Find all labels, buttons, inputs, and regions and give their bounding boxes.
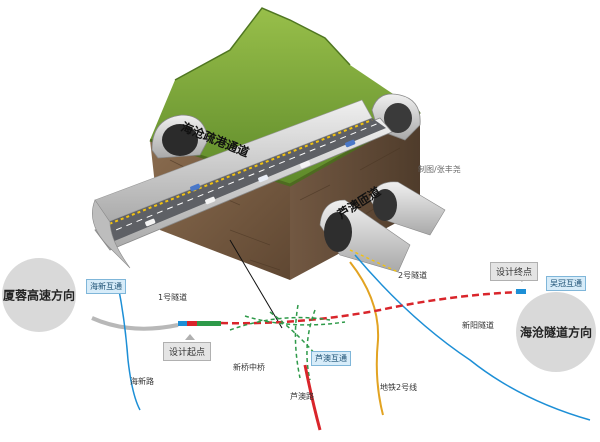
soil-right-face (290, 112, 420, 280)
tunnel1-label: 1号隧道 (158, 293, 188, 302)
luao-road-line (303, 364, 322, 431)
design-start-pointer (185, 334, 195, 340)
haixin-road-line (117, 284, 141, 411)
metro2-label: 地铁2号线 (380, 383, 418, 392)
tunnel2-label: 2号隧道 (398, 271, 428, 280)
main-road-viaduct (92, 99, 393, 269)
luao-ramp-tag: 芦澳互通 (311, 351, 351, 366)
ramp-tunnels (319, 181, 446, 273)
road-edge-stripes (103, 119, 373, 227)
xinyang-tunnel-label: 新阳隧道 (462, 321, 494, 330)
connector-line (229, 239, 283, 329)
east-direction-circle: 海沧隧道方向 (516, 292, 596, 372)
design-end-tag: 设计终点 (490, 262, 539, 281)
west-direction-circle: 厦蓉高速方向 (2, 258, 76, 332)
car (300, 160, 311, 169)
car (258, 174, 269, 183)
design-start-tag: 设计起点 (163, 342, 212, 361)
west-direction-label: 厦蓉高速方向 (2, 288, 75, 303)
metro-line-2 (349, 261, 384, 416)
route-map (91, 254, 591, 431)
haixin-ramp-tag: 海新互通 (86, 279, 126, 294)
design-start-blue-segment (178, 321, 187, 326)
haixin-road-label: 海新路 (130, 377, 154, 386)
car (345, 139, 356, 148)
car (190, 183, 201, 192)
car (145, 218, 156, 227)
hill-ridge (174, 7, 351, 81)
xinqiao-bridge-label: 新桥中桥 (233, 363, 265, 372)
design-start-red-segment (187, 321, 197, 326)
credit-text: 制图/张丰尧 (418, 165, 461, 174)
east-direction-label: 海沧隧道方向 (519, 325, 592, 340)
design-end-marker (516, 289, 526, 294)
red-main-route (220, 290, 521, 325)
gray-road (91, 316, 179, 331)
route-green-segment (197, 321, 221, 326)
viaduct-end-portal (92, 199, 131, 269)
road-center-line (105, 122, 380, 235)
left-tunnel-portal (151, 114, 209, 159)
wuguan-ramp-tag: 吴冠互通 (546, 276, 586, 291)
luao-road-label: 芦澳路 (290, 392, 314, 401)
xinyang-road-line (354, 254, 591, 421)
car (205, 196, 216, 205)
